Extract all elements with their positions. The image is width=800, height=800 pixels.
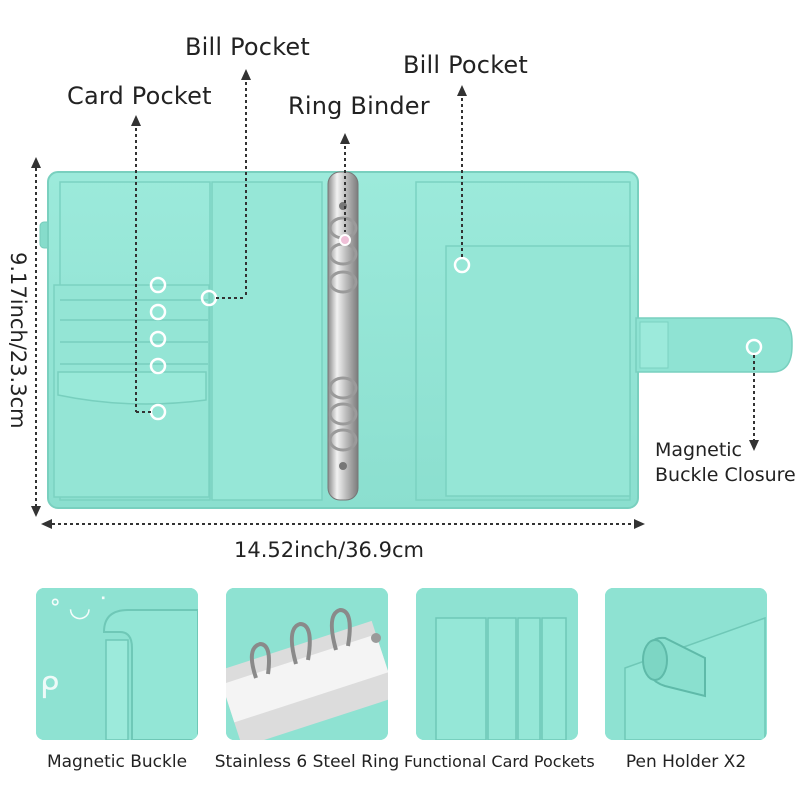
magnetic-closure-line2: Buckle Closure [655, 464, 796, 486]
width-dimension-label: 14.52inch/36.9cm [234, 538, 424, 562]
height-dimension-label: 9.17inch/23.3cm [6, 252, 30, 429]
svg-text:ᑭ: ᑭ [40, 671, 59, 706]
bill-pocket-left-label: Bill Pocket [185, 33, 311, 61]
caption-pen-holder: Pen Holder X2 [625, 752, 747, 772]
caption-steel-ring: Stainless 6 Steel Ring [214, 752, 400, 772]
thumbnail-card-pockets [416, 588, 578, 740]
magnetic-closure-line1: Magnetic [655, 439, 743, 461]
caption-card-pockets: Functional Card Pockets [404, 752, 595, 771]
ring-binder-label: Ring Binder [288, 92, 430, 120]
magnetic-closure-label: Magnetic Buckle Closure [655, 438, 796, 488]
caption-magnetic-buckle: Magnetic Buckle [46, 752, 188, 772]
bill-pocket-right-label: Bill Pocket [403, 51, 529, 79]
thumbnail-magnetic-buckle: ᐤ ◡ ᐝ ᑭ [36, 588, 198, 740]
thumbnail-steel-ring [226, 588, 388, 740]
thumbnail-pen-holder [605, 588, 767, 740]
binder-illustration [31, 69, 793, 529]
svg-text:ᐤ ◡ ᐝ: ᐤ ◡ ᐝ [50, 593, 106, 623]
card-pocket-label: Card Pocket [67, 82, 212, 110]
